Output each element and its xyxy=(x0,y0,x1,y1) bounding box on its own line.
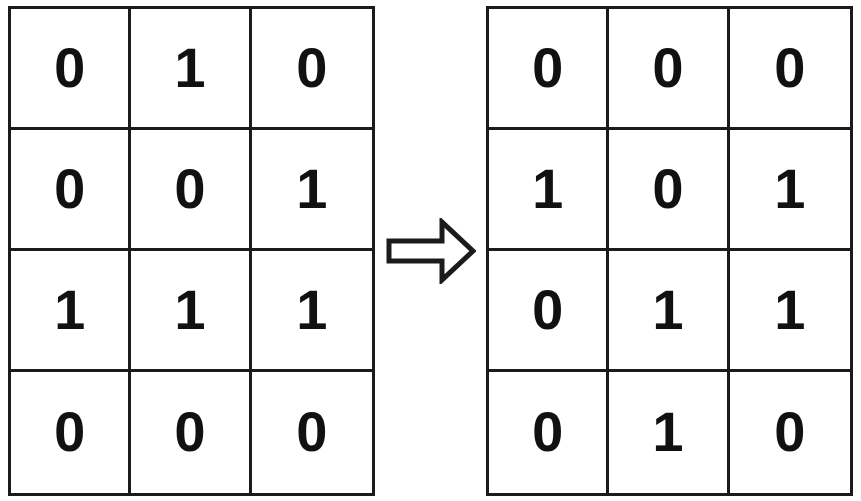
grid-cell: 0 xyxy=(489,8,610,130)
grid-cell: 1 xyxy=(609,371,730,493)
grid-cell: 0 xyxy=(609,129,730,251)
grid-cell: 1 xyxy=(729,130,850,251)
grid-cell: 1 xyxy=(609,250,730,372)
grid-cell: 0 xyxy=(296,400,328,463)
grid-cell: 1 xyxy=(251,130,372,251)
arrow-container xyxy=(375,5,486,496)
grid-cell: 1 xyxy=(489,129,610,251)
grid-cell: 0 xyxy=(11,371,132,493)
grid-cell: 0 xyxy=(251,9,372,130)
grid-cell: 0 xyxy=(11,8,132,130)
grid-cell: 0 xyxy=(489,371,610,493)
grid-cell: 1 xyxy=(729,251,850,372)
grid-cell: 0 xyxy=(131,371,252,493)
grid-cell: 0 xyxy=(131,129,252,251)
grid-cell: 0 xyxy=(11,129,132,251)
grid-cell: 0 xyxy=(609,8,730,130)
grid-cell: 0 xyxy=(774,400,806,463)
grid-cell: 1 xyxy=(131,250,252,372)
grid-cell: 0 xyxy=(489,250,610,372)
right-arrow-icon xyxy=(386,217,476,284)
grid-cell: 1 xyxy=(251,251,372,372)
grid-cell: 0 xyxy=(729,9,850,130)
grid-cell: 1 xyxy=(11,250,132,372)
grid-cell: 1 xyxy=(131,8,252,130)
